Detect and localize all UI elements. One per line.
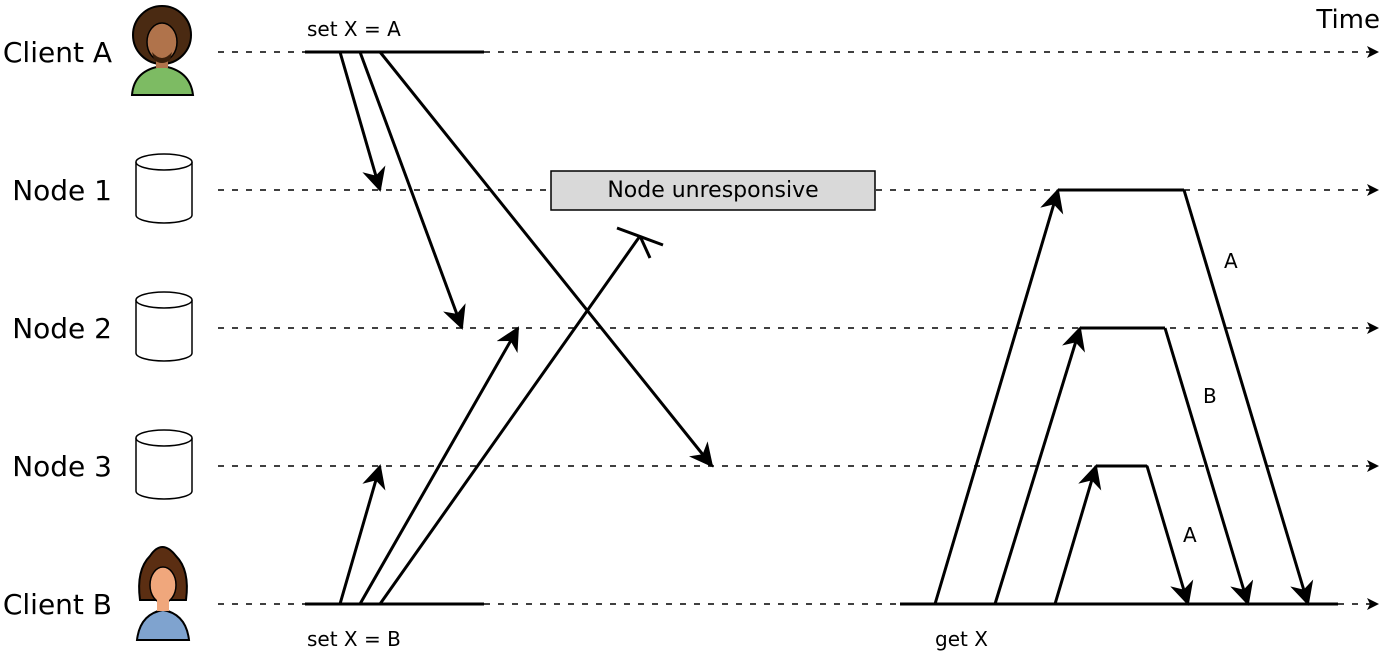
request-b-to-node-1-lost xyxy=(378,235,642,605)
read-response-node-2 xyxy=(1163,327,1254,606)
read-response-node-3 xyxy=(1145,465,1194,606)
node-unresponsive-label: Node unresponsive xyxy=(607,178,818,203)
read-responses xyxy=(1145,189,1314,606)
node-unresponsive-box: Node unresponsive xyxy=(550,170,876,211)
time-label: Time xyxy=(1315,5,1380,35)
response-value-node-1: A xyxy=(1224,249,1238,273)
node-3-database-icon xyxy=(135,429,193,500)
request-a-to-node-3 xyxy=(378,51,714,468)
client-a-requests xyxy=(338,51,714,468)
node-1-database-icon xyxy=(135,153,193,224)
read-processing-bars xyxy=(1058,188,1184,468)
request-a-to-node-2 xyxy=(358,51,466,330)
client-b-write-label: set X = B xyxy=(307,627,401,651)
lane-label-node-1: Node 1 xyxy=(12,174,112,207)
lane-label-node-2: Node 2 xyxy=(12,312,112,345)
client-a-write-label: set X = A xyxy=(307,17,401,41)
read-requests xyxy=(933,188,1102,605)
person-a-shirt xyxy=(130,64,195,96)
request-a-to-node-1 xyxy=(338,51,386,192)
read-request-node-2 xyxy=(993,326,1085,605)
lost-request-cross-tick xyxy=(638,235,652,259)
client-b-read-label: get X xyxy=(935,627,988,651)
read-response-node-1 xyxy=(1182,189,1314,606)
client-b-requests xyxy=(338,226,664,605)
lane-label-node-3: Node 3 xyxy=(12,450,112,483)
person-a-icon xyxy=(130,5,195,96)
response-value-node-3: A xyxy=(1183,523,1197,547)
person-b-face xyxy=(149,566,177,604)
lane-label-client-b: Client B xyxy=(3,588,112,621)
request-b-to-node-3 xyxy=(338,464,386,605)
person-a-beard xyxy=(152,52,172,63)
lane-label-client-a: Client A xyxy=(3,36,112,69)
node-2-database-icon xyxy=(135,291,193,362)
request-b-to-node-2 xyxy=(358,326,520,605)
read-request-node-1 xyxy=(933,188,1064,605)
person-a-face xyxy=(146,22,178,62)
person-b-neck xyxy=(157,600,169,611)
read-request-node-3 xyxy=(1053,464,1102,605)
person-b-icon xyxy=(135,546,191,641)
response-value-node-2: B xyxy=(1203,384,1217,408)
person-b-shirt xyxy=(135,608,191,641)
